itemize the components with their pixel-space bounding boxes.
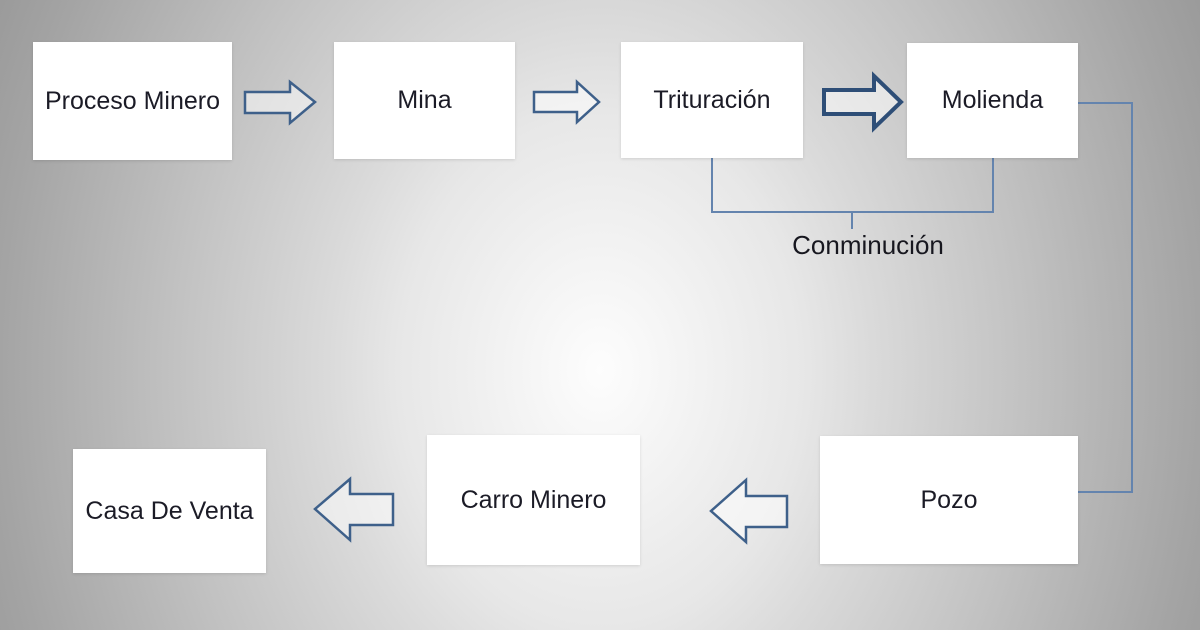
molienda-to-pozo-connector [1078, 102, 1133, 493]
conminucion-label: Conminución [792, 230, 944, 260]
box-molienda-label: Molienda [941, 86, 1044, 114]
box-molienda: Molienda [907, 43, 1078, 158]
left-arrow-pozo-to-carro [709, 477, 789, 545]
box-trituracion-label: Trituración [653, 85, 771, 114]
left-arrow-carro-to-casa [313, 476, 395, 543]
box-casa-de-venta-label: Casa De Venta [85, 496, 254, 525]
box-casa-de-venta: Casa De Venta [73, 449, 266, 573]
box-carro-minero-label: Carro Minero [460, 485, 607, 514]
box-proceso-minero: Proceso Minero [33, 42, 232, 160]
box-pozo: Pozo [820, 436, 1078, 564]
box-trituracion: Trituración [621, 42, 803, 158]
right-arrow-mina-to-trituracion [532, 79, 601, 125]
box-carro-minero: Carro Minero [427, 435, 640, 565]
right-arrow-trituracion-to-molienda [822, 71, 904, 133]
box-proceso-minero-label: Proceso Minero [44, 86, 221, 115]
right-arrow-proceso-to-mina [243, 79, 317, 126]
conminucion-bracket [711, 158, 994, 229]
box-mina-label: Mina [397, 86, 452, 114]
box-mina: Mina [334, 42, 515, 159]
box-pozo-label: Pozo [920, 485, 978, 514]
